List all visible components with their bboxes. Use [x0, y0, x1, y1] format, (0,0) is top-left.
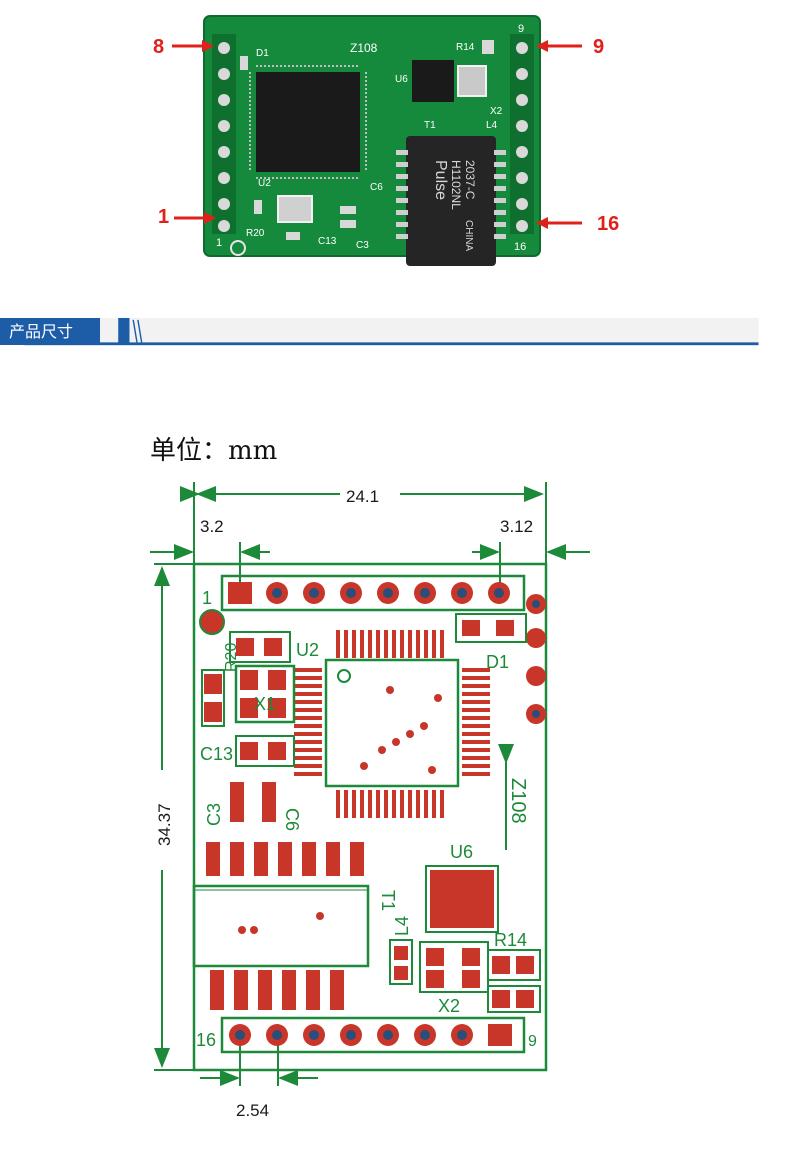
- dim-width: 24.1: [346, 487, 379, 506]
- transformer-part: H1102NL: [449, 160, 463, 210]
- dim-pitch: 2.54: [236, 1101, 269, 1120]
- silk-d1: D1: [256, 48, 269, 59]
- silk-9: 9: [518, 23, 524, 35]
- pin-16-label: 16: [597, 213, 620, 235]
- silk-t1: T1: [424, 120, 436, 131]
- drw-label-16: 16: [196, 1030, 216, 1050]
- silk-r14: R14: [456, 42, 475, 53]
- unit-label: 单位：mm: [150, 436, 278, 466]
- drw-label-z108: Z108: [507, 778, 529, 824]
- drw-label-r20: R20: [223, 643, 240, 672]
- silk-z108: Z108: [350, 41, 378, 55]
- drw-label-u2: U2: [296, 640, 319, 660]
- section-title: 产品尺寸: [0, 318, 100, 345]
- drw-label-l4: L4: [392, 916, 412, 936]
- transformer-brand: Pulse: [432, 160, 449, 200]
- silk-1: 1: [216, 237, 222, 249]
- drw-label-x2: X2: [438, 996, 460, 1016]
- silk-u6: U6: [395, 74, 408, 85]
- pin-1-label: 1: [158, 206, 170, 228]
- dimension-drawing: 24.1 3.2 3.12 34.37 2.54: [150, 482, 590, 1120]
- drw-label-u6: U6: [450, 842, 473, 862]
- dim-right-offset: 3.12: [500, 517, 533, 536]
- arrow-pin-9: [536, 40, 582, 52]
- arrow-pin-16: [536, 217, 582, 229]
- drw-label-c3: C3: [204, 803, 224, 826]
- silk-u2: U2: [258, 178, 271, 189]
- drw-label-c13: C13: [200, 744, 233, 764]
- drw-label-t1: T1: [378, 890, 398, 911]
- silk-x2: X2: [490, 106, 503, 117]
- arrow-pin-8: [172, 40, 214, 52]
- drw-label-r14: R14: [494, 930, 527, 950]
- arrow-pin-1: [174, 212, 216, 224]
- drw-label-9: 9: [528, 1033, 537, 1050]
- drw-label-d1: D1: [486, 652, 509, 672]
- silk-c6: C6: [370, 182, 383, 193]
- silk-l4: L4: [486, 120, 498, 131]
- module-photo: Z108 D1 U6 R14 X2 T1 U2 C6 R20 C13 C3 L4…: [203, 15, 541, 266]
- silk-r20: R20: [246, 228, 265, 239]
- transformer-date: 2037-C: [463, 160, 477, 200]
- pin-8-label: 8: [153, 36, 165, 58]
- silk-c13: C13: [318, 236, 337, 247]
- drw-label-x1: X1: [254, 694, 276, 714]
- section-header-bar: [24, 318, 759, 346]
- transformer-origin: CHINA: [463, 220, 474, 251]
- pin-9-label: 9: [593, 36, 605, 58]
- drw-label-c6: C6: [282, 808, 302, 831]
- dim-height: 34.37: [155, 803, 174, 846]
- silk-16: 16: [514, 241, 526, 253]
- drw-label-1: 1: [202, 588, 212, 608]
- silk-c3: C3: [356, 240, 369, 251]
- dim-left-offset: 3.2: [200, 517, 224, 536]
